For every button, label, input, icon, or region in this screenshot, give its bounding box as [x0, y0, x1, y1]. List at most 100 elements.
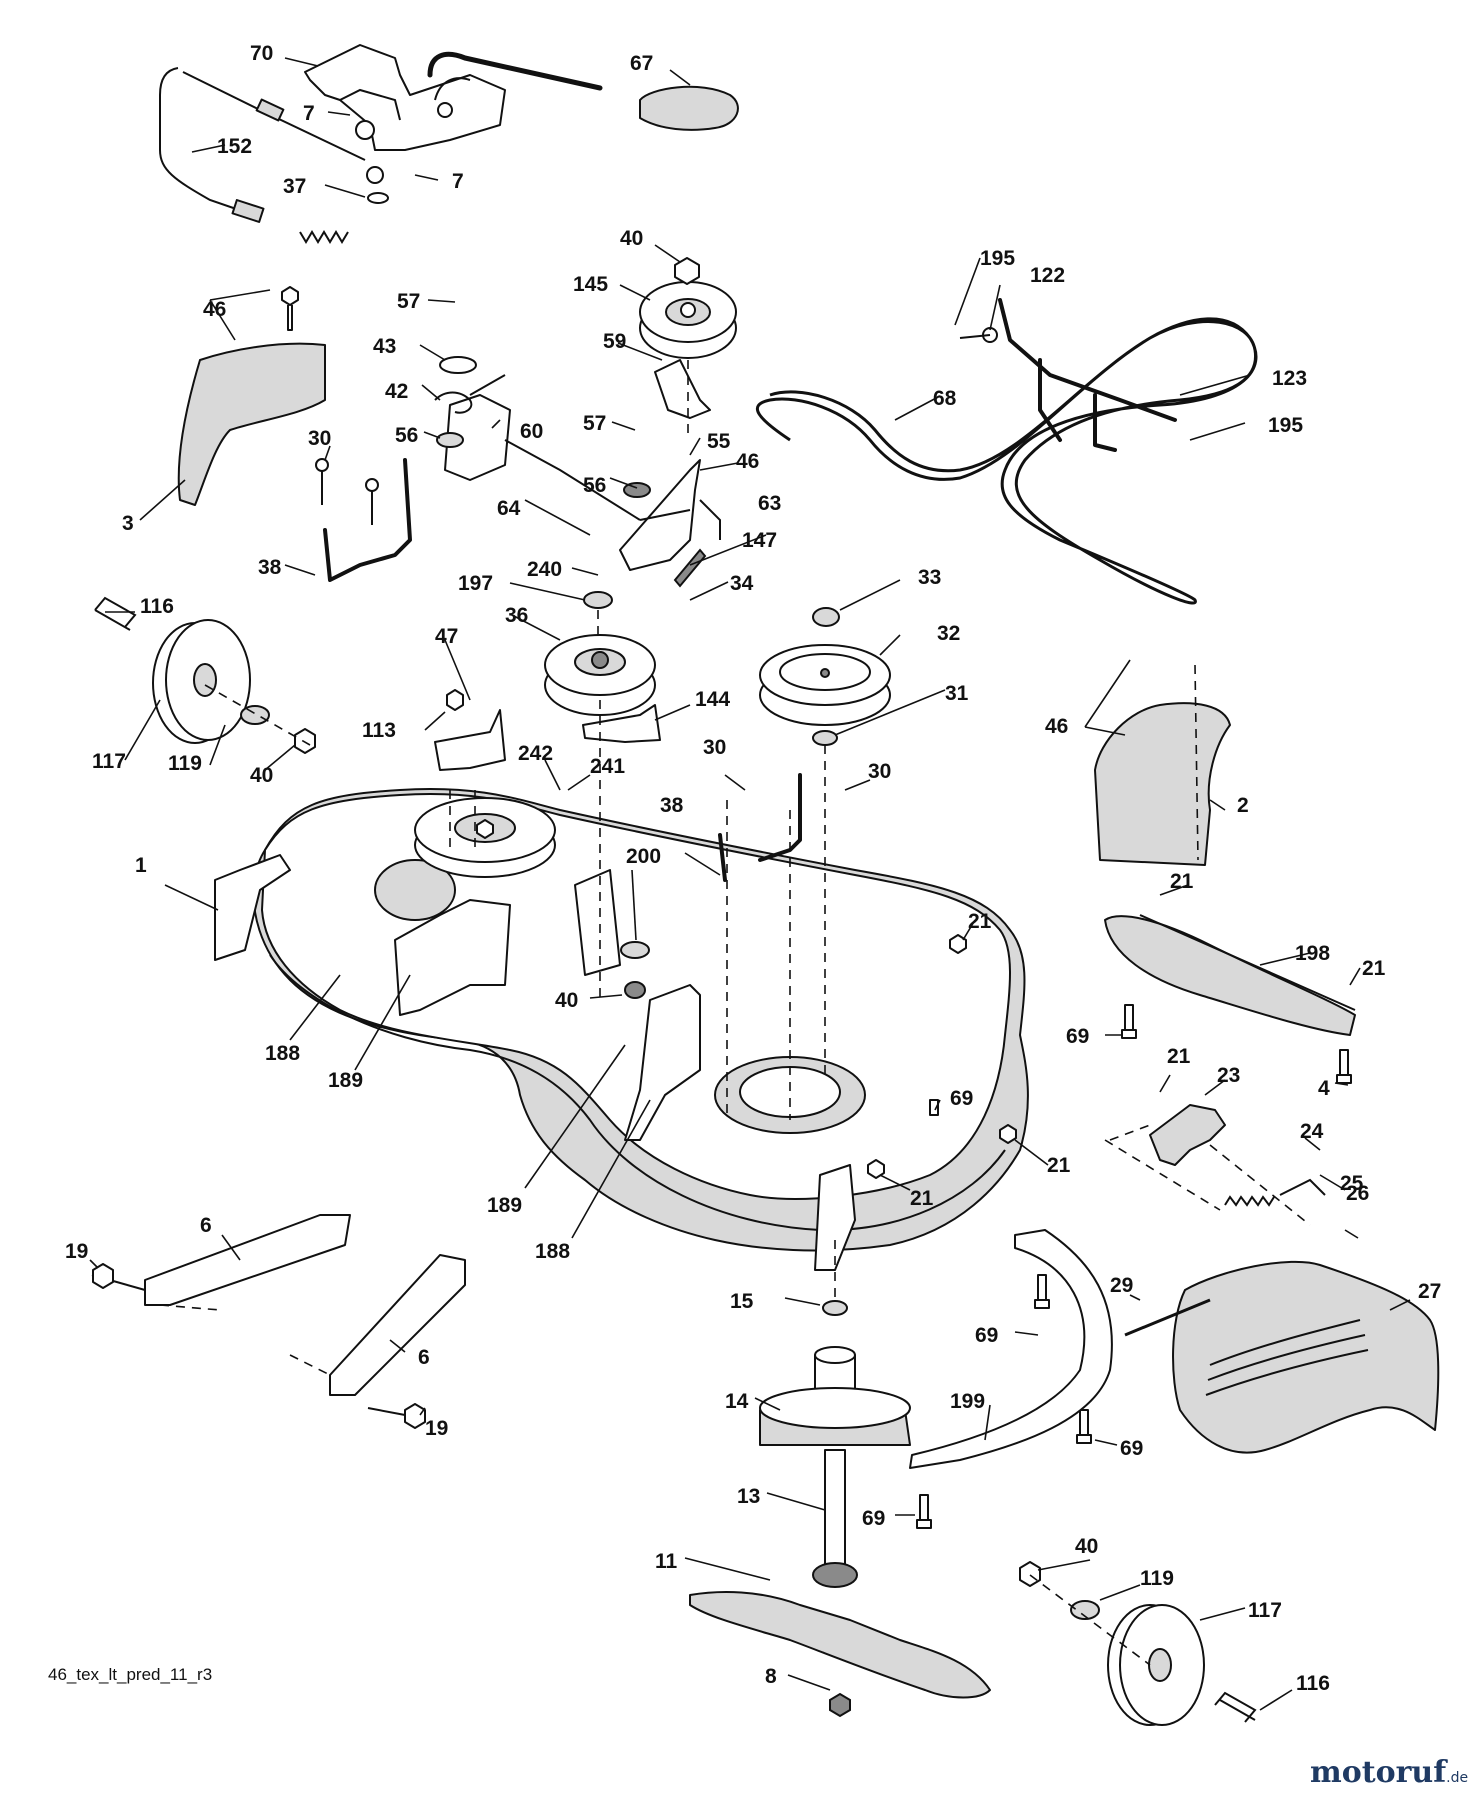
spring-25	[1224, 1178, 1326, 1207]
callout-24: 24	[1300, 1120, 1324, 1143]
callout-2: 2	[1237, 794, 1249, 817]
mounting-rod-right	[718, 773, 802, 882]
callout-122: 122	[1030, 264, 1065, 287]
chute-deflector-199	[909, 1229, 1113, 1469]
callout-labels: 70 67 7 7 152 37 40 145 195 122 46 57 59…	[65, 42, 1441, 1695]
callout-40-c: 40	[555, 989, 578, 1012]
callout-69-b: 69	[950, 1087, 973, 1110]
callout-144: 144	[695, 688, 730, 711]
callout-119-b: 119	[1140, 1567, 1174, 1590]
parts-drawing	[91, 44, 1440, 1726]
nut-40-top	[674, 257, 700, 285]
callout-200: 200	[626, 845, 661, 868]
callout-21-d: 21	[1167, 1045, 1191, 1068]
callout-240: 240	[527, 558, 562, 581]
callout-23: 23	[1217, 1064, 1240, 1087]
callout-116-a: 116	[140, 595, 174, 618]
callout-188-b: 188	[535, 1240, 570, 1263]
front-hanger-bracket	[214, 854, 291, 961]
washer-31	[812, 730, 838, 746]
cutting-blade	[689, 1591, 991, 1699]
callout-7-a: 7	[303, 102, 315, 125]
callout-147: 147	[742, 529, 777, 552]
spindle-mount-plate	[394, 899, 511, 1016]
callout-69-c: 69	[975, 1324, 998, 1347]
washer-200	[620, 941, 650, 959]
callout-21-c: 21	[1362, 957, 1386, 980]
diagram-code: 46_tex_lt_pred_11_r3	[48, 1665, 212, 1684]
callout-47: 47	[435, 625, 458, 648]
callout-25: 25	[1340, 1172, 1364, 1195]
callout-56-b: 56	[583, 474, 606, 497]
lift-bracket-assembly	[304, 44, 603, 151]
callout-70: 70	[250, 42, 273, 65]
callout-40-d: 40	[1075, 1535, 1098, 1558]
bolts-right-side	[916, 1004, 1352, 1529]
callout-43: 43	[373, 335, 396, 358]
callout-195-b: 195	[1268, 414, 1303, 437]
callout-34: 34	[730, 572, 754, 595]
callout-26: 26	[1346, 1182, 1369, 1205]
lift-cable	[159, 67, 389, 244]
callout-119-a: 119	[168, 752, 202, 775]
pivot-rod-29	[1124, 1298, 1211, 1337]
callout-29: 29	[1110, 1274, 1133, 1297]
callout-189-b: 189	[487, 1194, 522, 1217]
center-hanger-bracket	[624, 984, 701, 1141]
callout-69-e: 69	[862, 1507, 885, 1530]
callout-37: 37	[283, 175, 306, 198]
callout-30-a: 30	[308, 427, 331, 450]
callout-189-a: 189	[328, 1069, 363, 1092]
callout-116-b: 116	[1296, 1672, 1330, 1695]
idler-bracket	[959, 298, 1177, 452]
callout-46-c: 46	[1045, 715, 1068, 738]
left-belt-cover	[177, 342, 326, 506]
callout-11: 11	[655, 1550, 678, 1573]
callout-21-e: 21	[1047, 1154, 1071, 1177]
callout-46-a: 46	[203, 298, 226, 321]
chute-bracket-23	[1149, 1104, 1226, 1166]
callout-64: 64	[497, 497, 521, 520]
mounting-rod-left	[323, 458, 412, 582]
callout-199: 199	[950, 1390, 985, 1413]
callout-59: 59	[603, 330, 626, 353]
pivot-bracket	[444, 394, 511, 481]
callout-31: 31	[945, 682, 969, 705]
bolts-30-top	[315, 458, 379, 525]
callout-6-b: 6	[418, 1346, 430, 1369]
callout-40-b: 40	[250, 764, 273, 787]
callout-3: 3	[122, 512, 134, 535]
spindle-pulley-32	[759, 644, 891, 726]
callout-152: 152	[217, 135, 252, 158]
gauge-wheel-left	[94, 596, 316, 754]
watermark-logo: motoruf.de	[1310, 1755, 1468, 1790]
callout-42: 42	[385, 380, 408, 403]
callout-14: 14	[725, 1390, 749, 1413]
svg-text:motoruf.de: motoruf.de	[1310, 1755, 1468, 1790]
callout-117-a: 117	[92, 750, 126, 773]
watermark-text: motoruf	[1310, 1755, 1448, 1790]
deck-belt	[756, 317, 1258, 605]
pulley-36	[544, 634, 656, 716]
callout-67: 67	[630, 52, 653, 75]
callout-63: 63	[758, 492, 781, 515]
nut-21-a	[949, 934, 967, 954]
callout-197: 197	[458, 572, 493, 595]
washer-43	[439, 356, 477, 374]
callout-38-b: 38	[660, 794, 684, 817]
callout-21-b: 21	[968, 910, 992, 933]
callout-21-f: 21	[910, 1187, 934, 1210]
callout-69-d: 69	[1120, 1437, 1143, 1460]
idler-bracket-144	[582, 704, 661, 743]
callout-8: 8	[765, 1665, 777, 1688]
spring-147	[673, 548, 707, 588]
callout-113: 113	[362, 719, 396, 742]
callout-15: 15	[730, 1290, 754, 1313]
callout-55: 55	[707, 430, 731, 453]
spindle-assembly	[759, 1240, 911, 1588]
handle-grip	[639, 85, 739, 131]
idler-pulley-145	[639, 281, 737, 359]
leader-lines	[89, 57, 1411, 1711]
callout-21-a: 21	[1170, 870, 1194, 893]
